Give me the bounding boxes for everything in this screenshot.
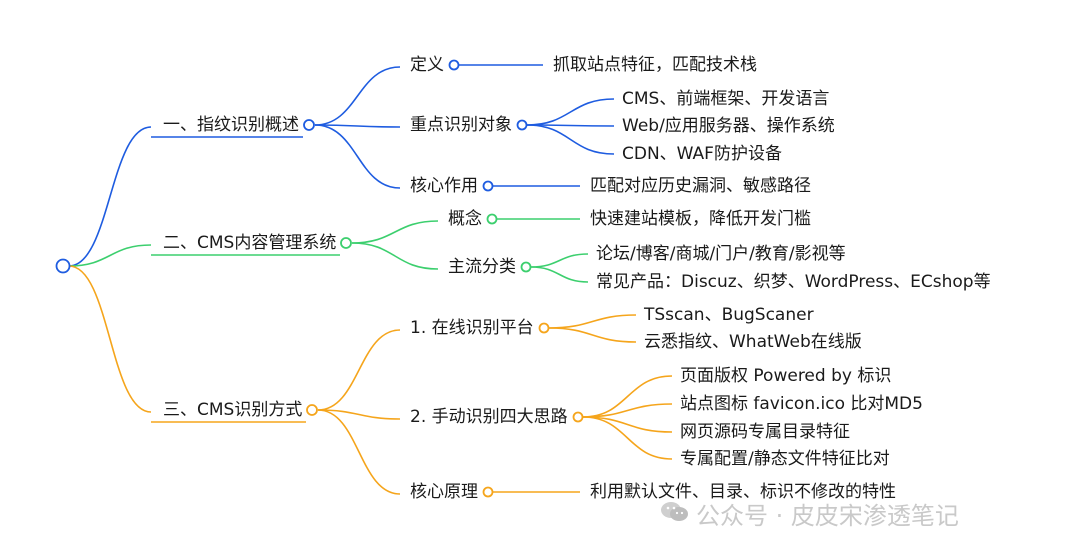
branch-cms-system: 二、CMS内容管理系统 <box>163 233 337 253</box>
connector-b0-2 <box>314 124 401 189</box>
connector-b0-1 <box>314 124 401 128</box>
leaf-category-types: 论坛/博客/商城/门户/教育/影视等 <box>596 244 846 264</box>
root-node-dot <box>55 258 71 274</box>
leaf-target-cdn-waf: CDN、WAF防护设备 <box>622 144 782 164</box>
node-dot-b1-0 <box>486 213 498 225</box>
node-core-principle: 核心原理 <box>410 482 478 502</box>
node-dot-b1-1 <box>520 261 532 273</box>
node-core-role: 核心作用 <box>410 176 478 196</box>
connector-b2-1 <box>317 409 401 420</box>
leaf-common-products: 常见产品：Discuz、织梦、WordPress、ECshop等 <box>596 272 991 292</box>
watermark-text: 公众号 · 皮皮宋渗透笔记 <box>696 502 959 530</box>
leaf-principle-text: 利用默认文件、目录、标识不修改的特性 <box>590 482 896 502</box>
leaf-tsscan: TSscan、BugScaner <box>644 305 814 325</box>
connector-root-b0 <box>68 126 152 267</box>
node-key-targets: 重点识别对象 <box>410 115 512 135</box>
node-dot-b1 <box>340 237 352 249</box>
leaf-yunxi-whatweb: 云悉指纹、WhatWeb在线版 <box>644 332 862 352</box>
node-manual-methods: 2. 手动识别四大思路 <box>410 407 568 427</box>
node-dot-b2-0 <box>538 322 550 334</box>
connector-b1-1-0 <box>530 253 589 268</box>
connector-b1-0 <box>351 220 439 244</box>
node-definition: 定义 <box>410 55 444 75</box>
node-dot-b2-2 <box>482 486 494 498</box>
leaf-favicon-md5: 站点图标 favicon.ico 比对MD5 <box>680 394 923 414</box>
node-dot-b0-1 <box>516 119 528 131</box>
node-concept: 概念 <box>448 209 482 229</box>
connector-b2-0-0 <box>548 314 637 329</box>
branch-cms-identification: 三、CMS识别方式 <box>163 400 303 420</box>
connector-b2-2 <box>317 409 401 495</box>
wechat-icon <box>661 502 688 521</box>
node-dot-b0-2 <box>482 180 494 192</box>
node-dot-b2-1 <box>572 411 584 423</box>
leaf-definition-text: 抓取站点特征，匹配技术栈 <box>553 55 757 75</box>
connector-b1-1-1 <box>530 266 589 283</box>
leaf-target-cms: CMS、前端框架、开发语言 <box>622 89 830 109</box>
leaf-static-files: 专属配置/静态文件特征比对 <box>680 449 890 469</box>
connector-root-b2 <box>68 265 152 413</box>
connector-b1-1 <box>351 242 439 270</box>
connector-b0-1-0 <box>526 98 615 126</box>
node-main-categories: 主流分类 <box>448 257 516 277</box>
branch-fingerprint-overview: 一、指纹识别概述 <box>163 115 299 135</box>
node-online-platforms: 1. 在线识别平台 <box>410 318 534 338</box>
leaf-powered-by: 页面版权 Powered by 标识 <box>680 366 892 386</box>
connector-b2-1-1 <box>582 403 673 418</box>
connector-b2-0 <box>317 329 401 411</box>
connector-b2-1-0 <box>582 375 673 418</box>
node-dot-b2 <box>306 404 318 416</box>
leaf-target-servers: Web/应用服务器、操作系统 <box>622 116 835 136</box>
node-dot-b0 <box>303 119 315 131</box>
connector-b0-1-2 <box>526 124 615 155</box>
connector-b2-1-3 <box>582 416 673 460</box>
connector-b2-0-1 <box>548 327 637 343</box>
leaf-core-role-text: 匹配对应历史漏洞、敏感路径 <box>590 176 811 196</box>
leaf-concept-text: 快速建站模板，降低开发门槛 <box>590 209 811 229</box>
connector-root-b1 <box>68 244 152 267</box>
connector-b0-0 <box>314 66 401 126</box>
node-dot-b0-0 <box>448 59 460 71</box>
leaf-source-directory: 网页源码专属目录特征 <box>680 422 850 442</box>
